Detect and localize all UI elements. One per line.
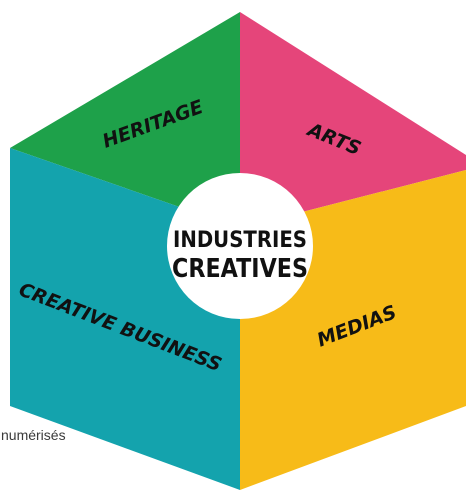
arts-segment xyxy=(240,12,466,228)
center-title-line2: CREATIVES xyxy=(172,254,308,284)
footer-caption-text: numérisés xyxy=(1,427,66,443)
center-circle xyxy=(167,173,313,319)
center-title-line1: INDUSTRIES xyxy=(173,228,307,253)
heritage-segment xyxy=(10,12,240,228)
